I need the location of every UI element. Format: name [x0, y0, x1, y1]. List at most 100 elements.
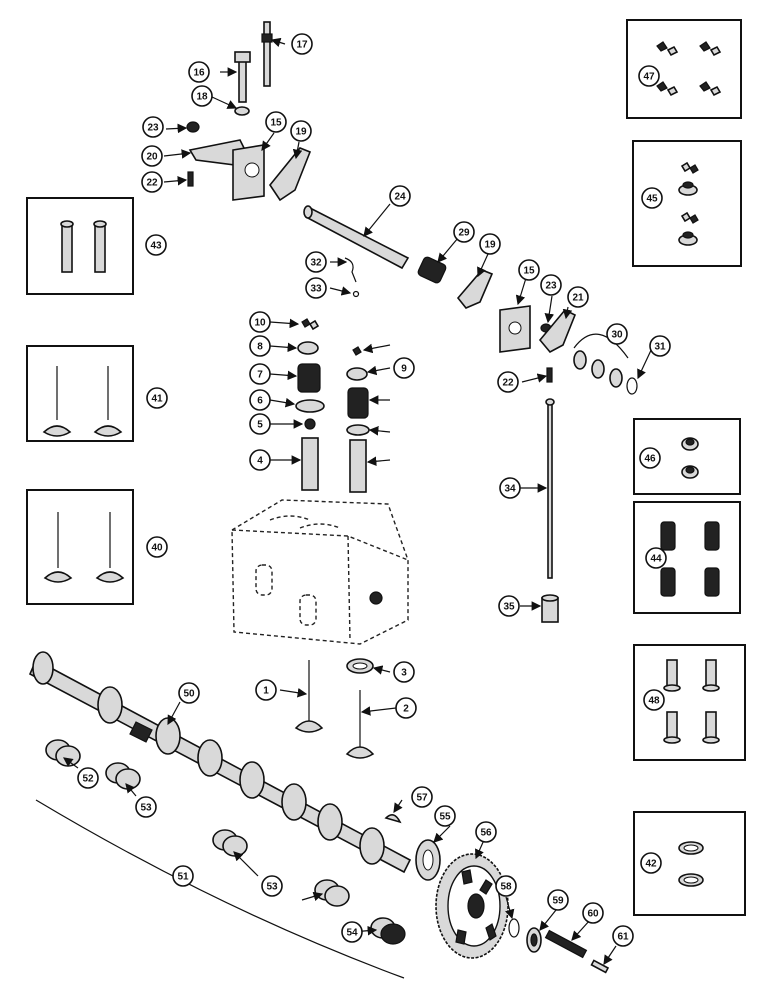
callout-circle: [188, 61, 210, 83]
callout-32: 32: [305, 251, 327, 273]
callout-number: 50: [183, 689, 195, 700]
callout-10: 10: [249, 311, 271, 333]
callout-number: 53: [140, 803, 152, 814]
callout-number: 44: [650, 554, 662, 565]
callout-number: 15: [523, 266, 535, 277]
callout-number: 52: [82, 774, 94, 785]
callout-15: 15: [265, 111, 287, 133]
callout-15: 15: [518, 259, 540, 281]
callout-53: 53: [261, 875, 283, 897]
callout-circle: [393, 661, 415, 683]
callout-number: 23: [147, 123, 159, 134]
callout-56: 56: [475, 821, 497, 843]
callout-number: 17: [296, 40, 308, 51]
callout-circle: [142, 116, 164, 138]
callout-number: 42: [645, 859, 657, 870]
callout-21: 21: [567, 286, 589, 308]
callout-3: 3: [393, 661, 415, 683]
callout-7: 7: [249, 363, 271, 385]
callout-number: 1: [263, 686, 269, 697]
callout-46: 46: [639, 447, 661, 469]
callout-number: 15: [270, 118, 282, 129]
callout-6: 6: [249, 389, 271, 411]
callout-55: 55: [434, 805, 456, 827]
callout-57: 57: [411, 786, 433, 808]
callout-number: 16: [193, 68, 205, 79]
callout-number: 31: [654, 342, 666, 353]
callout-circle: [645, 547, 667, 569]
callout-number: 40: [151, 543, 163, 554]
callout-18: 18: [191, 85, 213, 107]
kit-box-48: [633, 644, 746, 761]
callout-number: 5: [257, 420, 263, 431]
callout-number: 57: [416, 793, 428, 804]
kit-box-41: [26, 345, 134, 442]
callout-20: 20: [141, 145, 163, 167]
callout-number: 23: [545, 281, 557, 292]
callout-circle: [249, 335, 271, 357]
callout-circle: [305, 251, 327, 273]
callout-2: 2: [395, 697, 417, 719]
callout-circle: [141, 171, 163, 193]
callout-circle: [172, 865, 194, 887]
callout-31: 31: [649, 335, 671, 357]
callout-number: 53: [266, 882, 278, 893]
callout-number: 48: [648, 696, 660, 707]
callout-circle: [643, 689, 665, 711]
callout-35: 35: [498, 595, 520, 617]
camshaft: [28, 651, 412, 874]
callout-circle: [434, 805, 456, 827]
callout-number: 7: [257, 370, 263, 381]
callout-29: 29: [453, 221, 475, 243]
callout-51: 51: [172, 865, 194, 887]
callout-circle: [389, 185, 411, 207]
callout-circle: [640, 852, 662, 874]
callout-42: 42: [640, 852, 662, 874]
callout-circle: [453, 221, 475, 243]
callout-circle: [540, 274, 562, 296]
callout-number: 32: [310, 258, 322, 269]
cylinder-head-outline: [231, 499, 409, 645]
callout-number: 6: [257, 396, 263, 407]
callout-circle: [498, 595, 520, 617]
callout-number: 60: [587, 909, 599, 920]
callout-4: 4: [249, 449, 271, 471]
callout-circle: [77, 767, 99, 789]
kit-box-43: [26, 197, 134, 295]
callout-circle: [582, 902, 604, 924]
callout-number: 8: [257, 342, 263, 353]
callout-45: 45: [641, 187, 663, 209]
callout-number: 56: [480, 828, 492, 839]
callout-circle: [255, 679, 277, 701]
callout-50: 50: [178, 682, 200, 704]
callout-circle: [249, 363, 271, 385]
callout-number: 61: [617, 932, 629, 943]
callout-52: 52: [77, 767, 99, 789]
rocker-assembly: [186, 21, 638, 395]
callout-61: 61: [612, 925, 634, 947]
callout-circle: [141, 145, 163, 167]
callout-number: 54: [346, 928, 358, 939]
callout-number: 3: [401, 668, 407, 679]
callout-number: 4: [257, 456, 263, 467]
callout-16: 16: [188, 61, 210, 83]
callout-59: 59: [547, 889, 569, 911]
callout-circle: [395, 697, 417, 719]
callout-number: 47: [643, 72, 655, 83]
callout-circle: [341, 921, 363, 943]
callout-circle: [518, 259, 540, 281]
callout-19: 19: [479, 233, 501, 255]
callout-circle: [178, 682, 200, 704]
callout-47: 47: [638, 65, 660, 87]
callout-number: 19: [484, 240, 496, 251]
callout-circle: [547, 889, 569, 911]
callout-40: 40: [146, 536, 168, 558]
callouts: [63, 37, 654, 965]
callout-8: 8: [249, 335, 271, 357]
callout-circle: [291, 33, 313, 55]
kit-box-42: [633, 811, 746, 916]
callout-number: 51: [177, 872, 189, 883]
callout-5: 5: [249, 413, 271, 435]
callout-circle: [135, 796, 157, 818]
